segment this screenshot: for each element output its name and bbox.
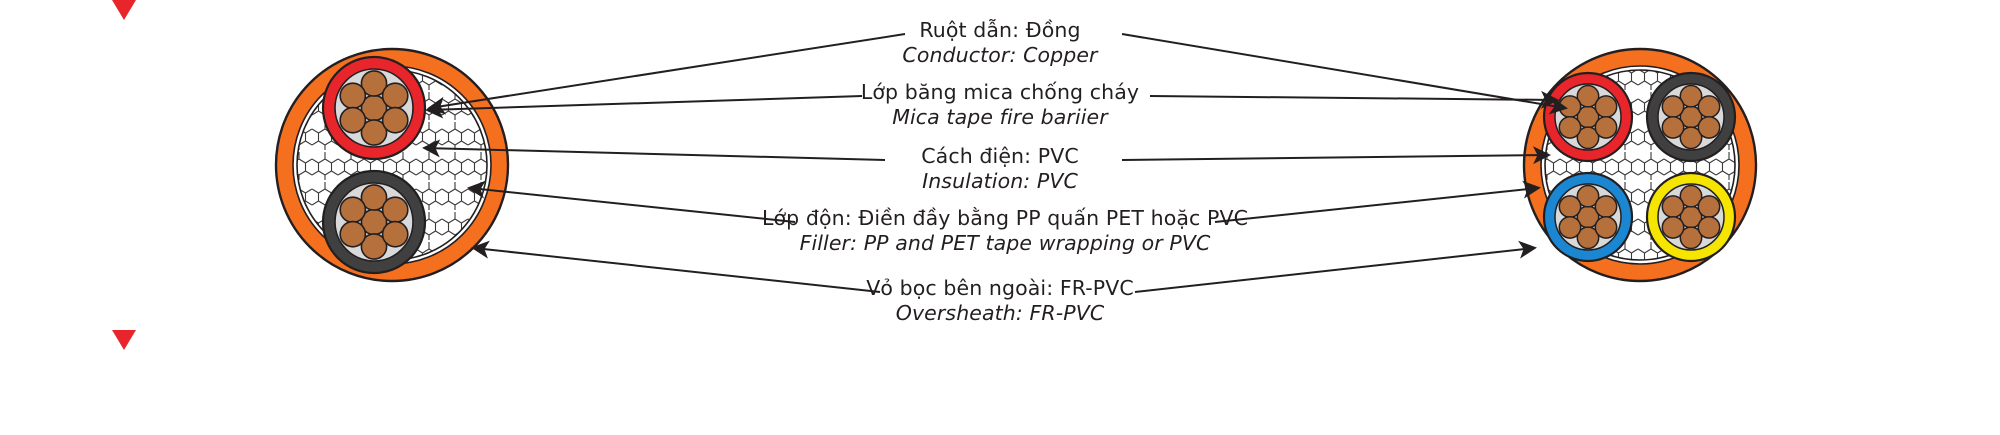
label-insulation-en: Insulation: PVC — [922, 169, 1078, 193]
left-cable-group — [274, 47, 510, 283]
left-core-black-strands — [339, 184, 409, 260]
label-mica-vi: Lớp băng mica chống cháy — [860, 80, 1140, 104]
leader-insulation-left — [422, 139, 886, 161]
left-core-red-strands — [339, 70, 409, 146]
label-insulation-vi: Cách điện: PVC — [921, 144, 1079, 168]
right-cable-group — [1522, 47, 1758, 283]
label-oversheath-en: Oversheath: FR-PVC — [895, 301, 1105, 325]
leader-conductor-left — [427, 33, 906, 115]
page-bullet-marks — [112, 0, 136, 350]
leader-oversheath-right — [1134, 240, 1537, 293]
label-oversheath: Vỏ bọc bên ngoài: FR-PVC Oversheath: FR-… — [790, 276, 1210, 326]
label-conductor-vi: Ruột dẫn: Đồng — [919, 18, 1081, 42]
leader-filler-right — [1214, 180, 1541, 223]
leader-filler-left — [467, 180, 796, 223]
left-core-black — [321, 169, 427, 275]
label-filler-en: Filler: PP and PET tape wrapping or PVC — [799, 231, 1211, 255]
label-mica-en: Mica tape fire bariier — [892, 105, 1108, 129]
leader-oversheath-left — [471, 240, 881, 293]
leader-mica-left — [425, 95, 863, 119]
right-core-blue — [1542, 171, 1634, 263]
label-insulation: Cách điện: PVC Insulation: PVC — [810, 144, 1190, 194]
leader-insulation-right — [1121, 146, 1551, 165]
label-conductor-en: Conductor: Copper — [902, 43, 1098, 67]
right-core-black — [1645, 71, 1737, 163]
label-mica: Lớp băng mica chống cháy Mica tape fire … — [790, 80, 1210, 130]
leader-lines — [422, 33, 1568, 293]
label-oversheath-vi: Vỏ bọc bên ngoài: FR-PVC — [866, 276, 1134, 300]
label-conductor: Ruột dẫn: Đồng Conductor: Copper — [810, 18, 1190, 68]
leader-conductor-right — [1121, 33, 1568, 115]
left-core-red — [321, 55, 427, 161]
right-core-red — [1542, 71, 1634, 163]
label-filler: Lớp độn: Điền đầy bằng PP quấn PET hoặc … — [700, 206, 1310, 256]
label-filler-vi: Lớp độn: Điền đầy bằng PP quấn PET hoặc … — [761, 206, 1249, 230]
leader-mica-right — [1149, 90, 1559, 109]
right-core-yellow — [1645, 171, 1737, 263]
bullet-top-icon — [112, 0, 136, 20]
bullet-bottom-icon — [112, 330, 136, 350]
